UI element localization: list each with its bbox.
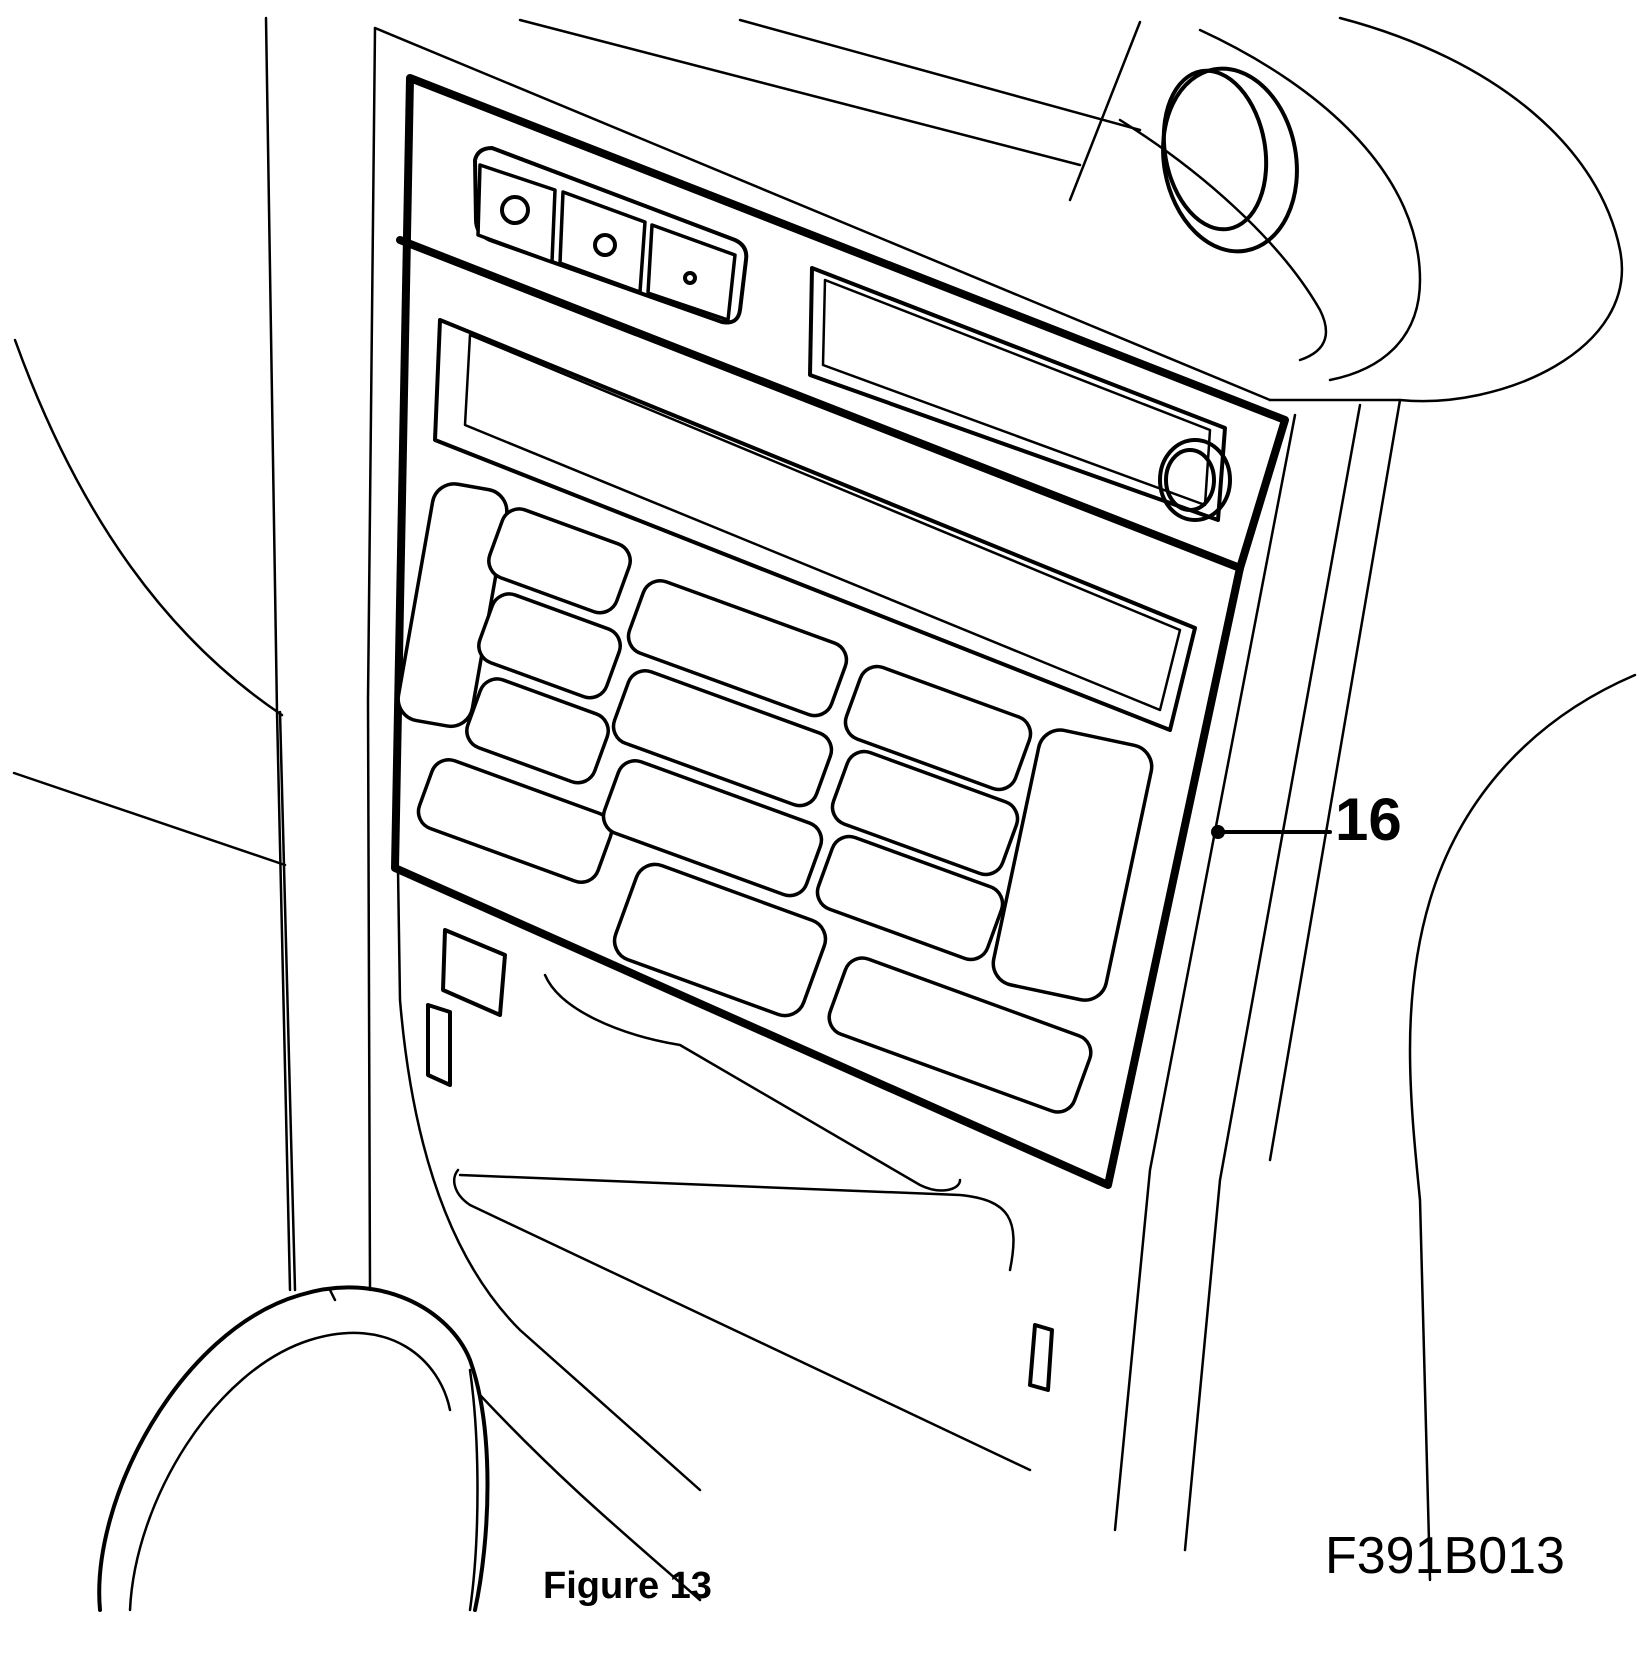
console-right-edge-3 bbox=[1268, 398, 1402, 1162]
preset-button-6 bbox=[611, 669, 834, 808]
button-3-dot-icon bbox=[683, 271, 697, 285]
console-left-bevel bbox=[328, 1288, 337, 1302]
dash-top-line-3 bbox=[738, 18, 1142, 132]
preset-button-7 bbox=[601, 759, 824, 898]
figure-code-label: F391B013 bbox=[1325, 1527, 1565, 1585]
lower-slot-1 bbox=[441, 928, 507, 1017]
right-tall-button bbox=[991, 728, 1154, 1002]
console-right-edge-2 bbox=[1183, 403, 1362, 1552]
cigarette-lighter-outer bbox=[1161, 66, 1299, 254]
dash-right-curve bbox=[1268, 16, 1624, 403]
right-seat-curve bbox=[1408, 673, 1637, 1582]
preset-button-8 bbox=[612, 862, 828, 1018]
faceplate-top-divider bbox=[396, 236, 1244, 572]
eject-knob-inner bbox=[1164, 448, 1216, 512]
left-pillar-outer bbox=[264, 16, 292, 1292]
lower-tray-lip-2 bbox=[458, 1173, 1015, 1272]
gear-knob-edge bbox=[468, 1368, 479, 1612]
callout-number-label: 16 bbox=[1335, 786, 1402, 853]
gear-knob-inner bbox=[128, 1331, 452, 1612]
preset-button-4 bbox=[416, 757, 614, 885]
button-1-symbol-icon bbox=[500, 195, 530, 225]
eject-knob-outer bbox=[1158, 438, 1232, 522]
radio-display-window bbox=[463, 333, 1182, 712]
console-left-edge-inner bbox=[396, 868, 702, 1492]
lower-tray-lip bbox=[453, 1168, 1032, 1472]
preset-button-11 bbox=[815, 834, 1005, 962]
cassette-slot bbox=[808, 266, 1227, 522]
button-2 bbox=[558, 190, 647, 294]
dash-right-curve-inner bbox=[1198, 28, 1422, 382]
preset-button-1 bbox=[487, 507, 632, 615]
preset-button-12 bbox=[827, 956, 1093, 1114]
radio-faceplate-outline bbox=[391, 74, 1289, 1189]
console-left-edge-outer bbox=[366, 26, 377, 1292]
cigarette-lighter-inner bbox=[1161, 68, 1269, 232]
left-dash-curve bbox=[13, 338, 284, 717]
dash-top-line-2 bbox=[518, 18, 1082, 167]
preset-button-2 bbox=[477, 592, 622, 700]
preset-button-5 bbox=[626, 579, 849, 718]
dash-top-line-1 bbox=[373, 26, 1272, 402]
preset-button-10 bbox=[830, 749, 1020, 877]
left-pillar-inner bbox=[278, 710, 297, 1292]
lower-slot-2 bbox=[426, 1003, 452, 1087]
lower-tray-edge bbox=[543, 973, 962, 1192]
preset-button-3 bbox=[465, 677, 610, 785]
callout-dot bbox=[1211, 825, 1225, 839]
left-lower-line bbox=[12, 771, 287, 867]
preset-button-9 bbox=[843, 664, 1033, 792]
figure-caption: Figure 13 bbox=[543, 1565, 712, 1607]
gear-knob-outer bbox=[97, 1285, 490, 1612]
dash-vent-edge bbox=[1068, 20, 1142, 202]
lower-console-curve bbox=[478, 1393, 702, 1602]
button-1 bbox=[476, 163, 557, 264]
lower-slot-3 bbox=[1028, 1323, 1054, 1392]
dash-vent-lower bbox=[1118, 118, 1328, 362]
radio-display-frame bbox=[433, 318, 1197, 732]
console-right-edge-1 bbox=[1113, 413, 1297, 1532]
button-2-symbol-icon bbox=[593, 233, 617, 257]
